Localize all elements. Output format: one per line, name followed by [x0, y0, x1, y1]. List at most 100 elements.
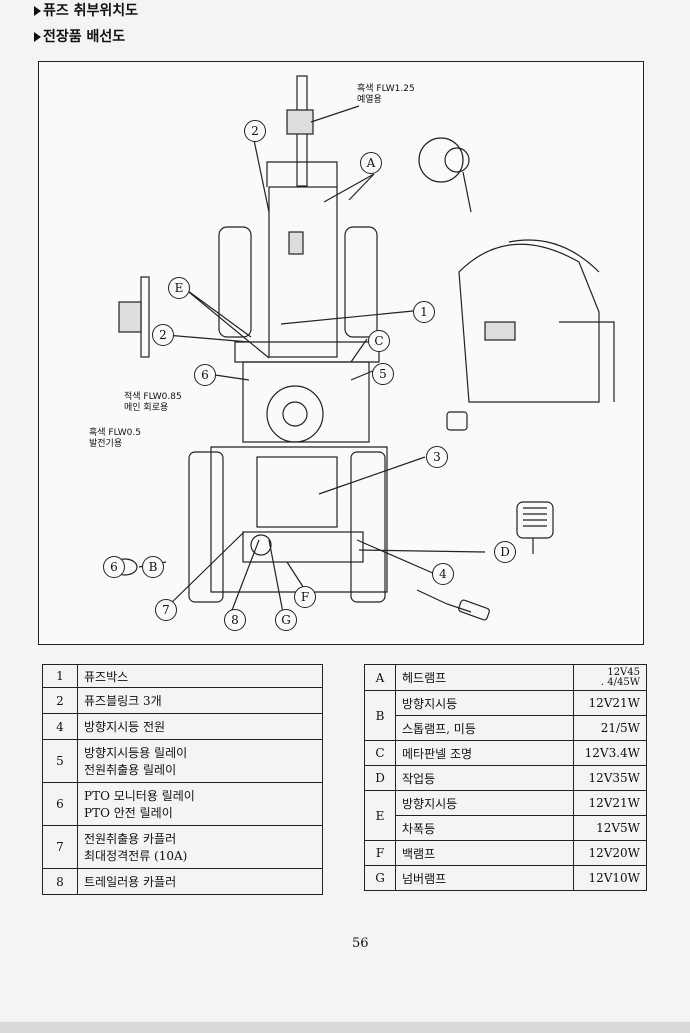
wiring-diagram: 흑색 FLW1.25 예열용 적색 FLW0.85 메인 회로용 흑색 FLW0…	[38, 61, 644, 645]
desc-line: 트레일러용 카플러	[84, 875, 177, 889]
table-row: 6 PTO 모니터용 릴레이 PTO 안전 릴레이	[42, 782, 323, 826]
row-key: F	[364, 840, 396, 866]
table-row: B 방향지시등 12V21W	[364, 690, 647, 741]
coupler-plug	[458, 599, 490, 621]
row-desc: 퓨즈박스	[77, 664, 323, 688]
table-row: G 넘버램프 12V10W	[364, 865, 647, 891]
scan-edge	[0, 1022, 690, 1033]
row-number: 4	[42, 713, 78, 740]
page-number: 56	[352, 936, 369, 951]
callout-A: A	[360, 152, 382, 174]
lamp-spec: 12V21W	[573, 690, 647, 716]
lamp-spec: 12V5W	[573, 815, 647, 841]
desc-line: 퓨즈박스	[84, 669, 129, 684]
table-row: 차폭등 12V5W	[365, 815, 647, 841]
callout-7: 7	[155, 599, 177, 621]
callout-6: 6	[194, 364, 216, 386]
callout-C: C	[368, 330, 390, 352]
table-row: F 백램프 12V20W	[364, 840, 647, 866]
lamp-name: 스톱램프, 미등	[395, 715, 574, 741]
lamp-table: A 헤드램프 12V45 . 4/45W B 방향지시등 12V21W 스톱램프…	[364, 664, 647, 891]
row-number: 5	[42, 739, 78, 783]
lamp-name: 작업등	[395, 765, 574, 791]
callout-8: 8	[224, 609, 246, 631]
desc-line: 방향지시등 전원	[84, 720, 166, 734]
rear-right-tire	[350, 451, 386, 603]
lamp-name: 메타판넬 조명	[395, 740, 574, 766]
cab-detail	[458, 243, 600, 403]
lamp-spec: 12V10W	[573, 865, 647, 891]
lamp-spec: 12V45 . 4/45W	[573, 664, 647, 691]
row-key: E	[364, 790, 396, 841]
callout-2: 2	[152, 324, 174, 346]
row-key: C	[364, 740, 396, 766]
cable-bar-left	[140, 276, 150, 358]
callout-B: B	[142, 556, 164, 578]
table-row: 4 방향지시등 전원	[42, 713, 323, 740]
callout-5: 5	[372, 363, 394, 385]
work-lamp	[516, 501, 554, 539]
row-desc: 퓨즈블링크 3개	[77, 687, 323, 714]
desc-line: PTO 안전 릴레이	[84, 806, 173, 820]
table-row: D 작업등 12V35W	[364, 765, 647, 791]
rear-left-tire	[188, 451, 224, 603]
table-row: 스톱램프, 미등 21/5W	[365, 715, 647, 741]
dashboard	[242, 361, 370, 443]
tractor-hood	[268, 186, 338, 358]
desc-line: 퓨즈블링크 3개	[84, 694, 162, 708]
callout-F: F	[294, 586, 316, 608]
lamp-name: 차폭등	[395, 815, 574, 841]
lamp-name: 방향지시등	[395, 690, 574, 716]
lamp-spec: 21/5W	[573, 715, 647, 741]
steering-wheel	[266, 385, 324, 443]
lamp-name: 헤드램프	[395, 664, 574, 691]
desc-line: 전원취출용 릴레이	[84, 763, 177, 777]
table-row: C 메타판넬 조명 12V3.4W	[364, 740, 647, 766]
front-left-tire	[218, 226, 252, 338]
rear-panel	[242, 531, 364, 563]
callout-G: G	[275, 609, 297, 631]
lamp-spec: 12V35W	[573, 765, 647, 791]
callout-E: E	[168, 277, 190, 299]
table-row: E 방향지시등 12V21W	[364, 790, 647, 841]
parts-table: 1 퓨즈박스 2 퓨즈블링크 3개 4 방향지시등 전원 5 방향지시등용 릴레…	[42, 664, 323, 895]
row-number: 1	[42, 664, 78, 688]
callout-3: 3	[426, 446, 448, 468]
desc-line: 최대정격전류 (10A)	[84, 849, 188, 863]
note-mid: 적색 FLW0.85 메인 회로용	[124, 392, 182, 414]
triangle-bullet-icon	[34, 6, 41, 16]
row-desc: 방향지시등 전원	[77, 713, 323, 740]
table-row: 1 퓨즈박스	[42, 664, 323, 688]
note-line: 적색 FLW0.85	[124, 392, 182, 402]
section-heading: 퓨즈 취부위치도	[34, 0, 138, 20]
front-right-tire	[344, 226, 378, 338]
lamp-name: 백램프	[395, 840, 574, 866]
row-number: 6	[42, 782, 78, 826]
tractor-body	[210, 446, 388, 593]
section-title: 퓨즈 취부위치도	[43, 3, 139, 19]
row-number: 7	[42, 825, 78, 869]
note-line: 발전기용	[89, 439, 123, 449]
table-row: 2 퓨즈블링크 3개	[42, 687, 323, 714]
note-low: 흑색 FLW0.5 발전기용	[89, 428, 141, 450]
row-desc: 방향지시등용 릴레이 전원취출용 릴레이	[77, 739, 323, 783]
lamp-spec: 12V21W	[573, 790, 647, 816]
triangle-bullet-icon	[34, 32, 41, 42]
note-line: 메인 회로용	[124, 403, 169, 413]
spec-line: 12V45	[607, 666, 640, 678]
row-key: A	[364, 664, 396, 691]
desc-line: 방향지시등용 릴레이	[84, 746, 188, 760]
note-top: 흑색 FLW1.25 예열용	[357, 84, 415, 106]
row-desc: PTO 모니터용 릴레이 PTO 안전 릴레이	[77, 782, 323, 826]
callout-D: D	[494, 541, 516, 563]
row-number: 2	[42, 687, 78, 714]
row-desc: 트레일러용 카플러	[77, 868, 323, 895]
fuse-link-top	[286, 109, 314, 135]
leader-top	[310, 105, 360, 123]
lamp-spec: 12V3.4W	[573, 740, 647, 766]
row-desc: 전원취출용 카플러 최대정격전류 (10A)	[77, 825, 323, 869]
note-line: 흑색 FLW1.25	[357, 84, 415, 94]
lamp-name: 방향지시등	[395, 790, 574, 816]
spec-line: . 4/45W	[600, 676, 640, 688]
fuse-link-left	[118, 301, 142, 333]
